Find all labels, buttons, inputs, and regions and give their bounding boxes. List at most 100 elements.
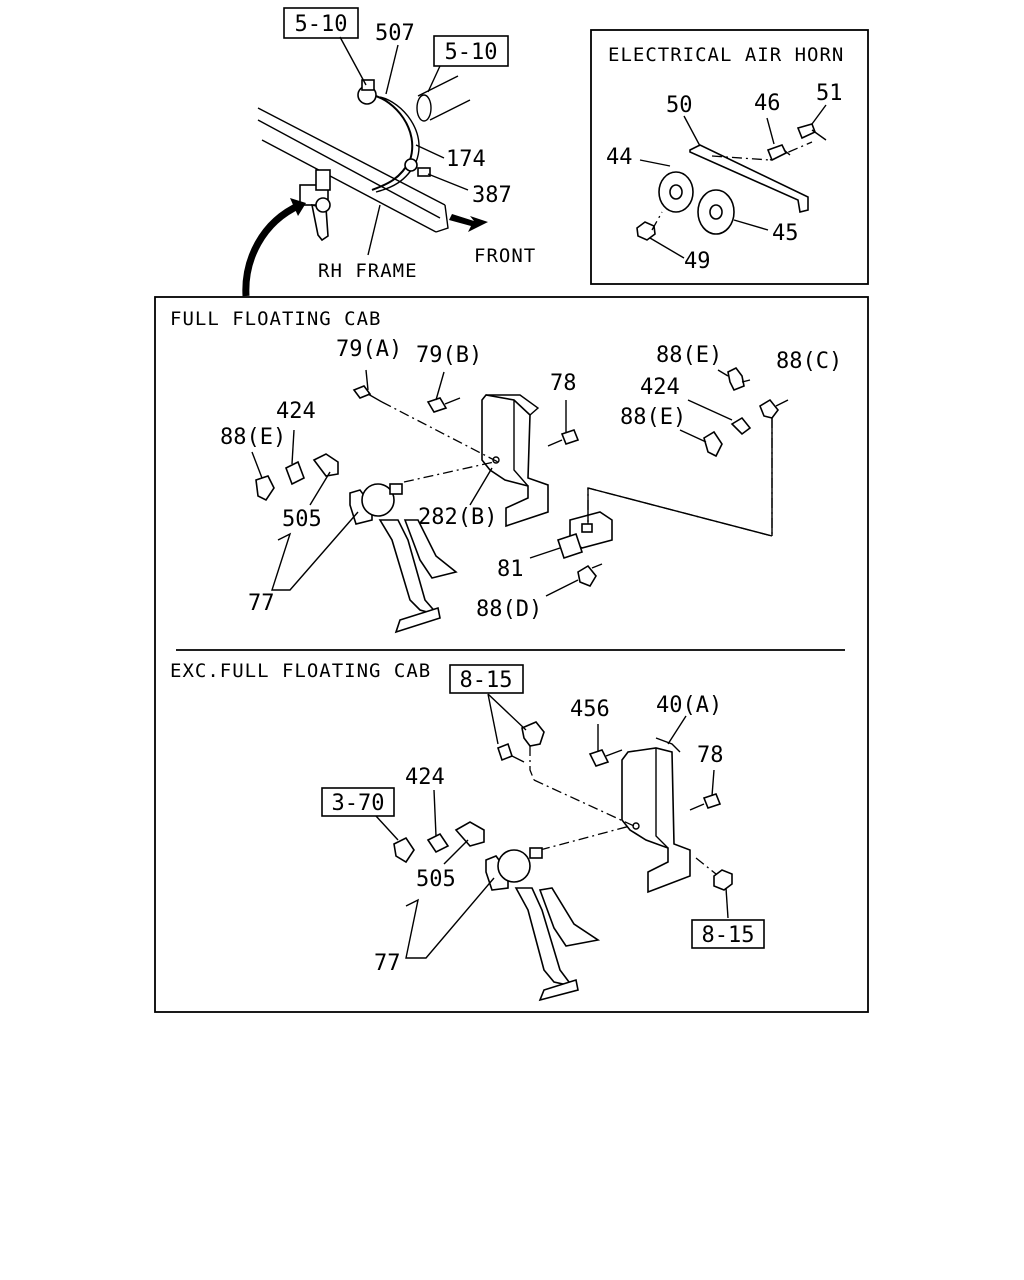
leader — [725, 887, 729, 919]
leader — [639, 159, 671, 167]
frame-view: 5-10 5-10 507 — [242, 7, 536, 297]
bolt-456-shank — [605, 749, 623, 757]
clamp-bolt — [497, 742, 513, 762]
leader — [717, 369, 729, 377]
label-424-exc: 424 — [405, 765, 445, 790]
centerline — [403, 461, 495, 483]
front-arrow-icon — [449, 214, 488, 232]
clamp-bolt-shank — [511, 755, 525, 763]
fitting-3-70 — [393, 836, 415, 864]
leader — [433, 789, 437, 837]
leader — [367, 204, 381, 256]
exc-floating-title: EXC.FULL FLOATING CAB — [170, 660, 431, 682]
label-46: 46 — [754, 91, 781, 116]
frame-horn — [299, 169, 331, 242]
bolt-456 — [588, 749, 610, 767]
ref-5-10-left[interactable]: 5-10 — [295, 12, 348, 37]
fitting-88e-left — [255, 475, 275, 502]
relay-valve-81 — [556, 511, 613, 560]
label-front: FRONT — [474, 245, 536, 267]
ref-5-10-right[interactable]: 5-10 — [445, 40, 498, 65]
cross-tube — [417, 75, 471, 121]
label-50: 50 — [666, 93, 693, 118]
ref-box-8-15-top[interactable] — [449, 664, 524, 694]
ref-box-5-10-left[interactable] — [283, 7, 359, 39]
centerline — [533, 779, 635, 827]
bolt-79a-shank — [367, 393, 383, 403]
centerline — [695, 857, 717, 875]
leader — [766, 117, 775, 145]
nut-8-15 — [713, 869, 733, 891]
leader — [487, 693, 527, 745]
leader — [339, 36, 367, 86]
leader — [683, 115, 701, 147]
air-horn-77-full — [349, 483, 458, 634]
leader — [529, 547, 561, 559]
label-282b: 282(B) — [418, 505, 497, 530]
leader — [649, 237, 685, 259]
label-78: 78 — [550, 371, 577, 396]
valve-cap — [361, 79, 375, 91]
leader-77 — [271, 511, 359, 591]
leader — [385, 44, 399, 95]
leader — [291, 429, 295, 465]
label-45: 45 — [772, 221, 799, 246]
leader — [687, 399, 733, 421]
leader — [667, 715, 687, 745]
bolt-78-exc — [702, 793, 722, 809]
leader — [775, 399, 789, 407]
fitting-88d — [577, 564, 597, 587]
centerline — [651, 211, 663, 231]
electrical-title: ELECTRICAL AIR HORN — [608, 44, 844, 66]
elbow-505-exc — [454, 821, 485, 847]
label-507: 507 — [375, 21, 415, 46]
fitting-tip — [741, 379, 751, 383]
label-88e-left: 88(E) — [220, 425, 286, 450]
electrical-panel-border — [590, 29, 869, 285]
ref-8-15-bottom[interactable]: 8-15 — [702, 923, 755, 948]
centerline — [529, 746, 535, 781]
bolt-46 — [766, 144, 788, 162]
label-40a: 40(A) — [656, 693, 722, 718]
fitting-88d-tip — [591, 563, 603, 569]
leader — [711, 769, 715, 797]
label-88d: 88(D) — [476, 597, 542, 622]
label-424-left: 424 — [276, 399, 316, 424]
leader — [811, 104, 827, 125]
bracket-edges — [655, 737, 681, 849]
leader — [415, 144, 445, 159]
nipple-424-right — [730, 416, 752, 436]
ref-box-8-15-bottom[interactable] — [691, 919, 765, 949]
leader — [251, 451, 263, 479]
label-78-exc: 78 — [697, 743, 724, 768]
leader — [443, 839, 469, 865]
label-77: 77 — [248, 591, 275, 616]
bolt-78-shank — [689, 803, 705, 811]
centerline — [711, 155, 771, 161]
ref-3-70[interactable]: 3-70 — [332, 791, 385, 816]
leader — [679, 429, 707, 443]
bolt-78-shank — [547, 439, 563, 447]
bolt-79a — [352, 385, 372, 399]
callout-arrowhead-icon — [290, 198, 306, 216]
leader — [545, 579, 579, 597]
elbow-505 — [312, 453, 339, 477]
electrical-air-horn-panel: ELECTRICAL AIR HORN 50 46 51 44 45 49 — [590, 29, 869, 285]
label-44: 44 — [606, 145, 633, 170]
fitting-88e-top — [727, 366, 745, 392]
ref-box-5-10-right[interactable] — [433, 35, 509, 67]
full-floating-title: FULL FLOATING CAB — [170, 308, 381, 330]
ref-box-3-70[interactable] — [321, 787, 395, 817]
horn-bracket — [689, 144, 809, 213]
label-51: 51 — [816, 81, 843, 106]
label-174: 174 — [446, 147, 486, 172]
leader-77-exc — [405, 877, 495, 959]
bracket-edges — [486, 394, 540, 487]
air-horn-77-exc — [485, 847, 601, 1002]
cross-tube-end — [416, 94, 432, 122]
label-505-exc: 505 — [416, 867, 456, 892]
leader — [365, 369, 369, 391]
label-77-exc: 77 — [374, 951, 401, 976]
ref-8-15-top[interactable]: 8-15 — [460, 668, 513, 693]
